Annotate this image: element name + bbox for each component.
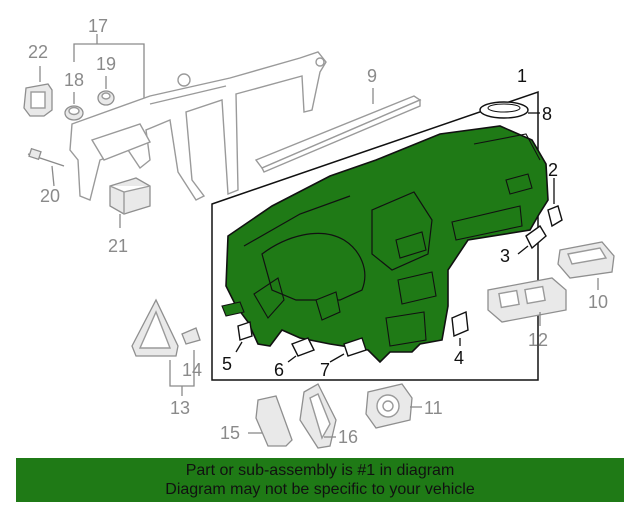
part-4-switch[interactable] (451, 310, 469, 346)
callout-5: 5 (222, 354, 232, 374)
callout-20: 20 (40, 186, 60, 206)
callout-8: 8 (542, 104, 552, 124)
part-3-switch[interactable] (517, 224, 547, 255)
part-20-bolt[interactable] (27, 147, 65, 187)
footer-line-2: Diagram may not be specific to your vehi… (165, 481, 475, 498)
callout-7: 7 (320, 360, 330, 380)
part-18-grommet[interactable] (64, 92, 84, 121)
part-21-module[interactable] (109, 177, 151, 228)
callout-2: 2 (548, 160, 558, 180)
callout-18: 18 (64, 70, 84, 90)
part-7-switch[interactable] (329, 337, 367, 363)
callout-1: 1 (517, 66, 527, 86)
callout-19: 19 (96, 54, 116, 74)
part-15-end-cap[interactable] (248, 395, 293, 447)
callout-10: 10 (588, 292, 608, 312)
callout-15: 15 (220, 423, 240, 443)
callout-21: 21 (108, 236, 128, 256)
callout-16: 16 (338, 427, 358, 447)
part-22-bracket[interactable] (23, 66, 53, 117)
part-11-round-vent[interactable] (365, 383, 422, 429)
footer-banner: Part or sub-assembly is #1 in diagram Di… (16, 458, 624, 502)
part-16-trim-panel[interactable] (299, 383, 337, 449)
part-5-switch[interactable] (235, 321, 253, 353)
part-6-switch[interactable] (287, 337, 315, 363)
callout-9: 9 (367, 66, 377, 86)
part-12-center-vent[interactable] (487, 277, 567, 326)
callout-3: 3 (500, 246, 510, 266)
part-14-clip[interactable] (169, 327, 201, 396)
callout-4: 4 (454, 348, 464, 368)
assembly-outline-box (211, 90, 539, 381)
parts-diagram: 1 2 3 4 5 6 7 8 9 10 11 12 13 14 15 16 1… (23, 16, 615, 449)
callout-11: 11 (424, 398, 443, 418)
callout-13: 13 (170, 398, 190, 418)
callout-6: 6 (274, 360, 284, 380)
part-13-end-trim[interactable] (131, 298, 179, 357)
callout-17: 17 (88, 16, 108, 36)
part-1-instrument-panel[interactable] (221, 125, 549, 364)
part-10-side-vent[interactable] (557, 241, 615, 290)
part-17-cross-beam[interactable] (69, 51, 327, 201)
callout-12: 12 (528, 330, 548, 350)
callout-22: 22 (28, 42, 48, 62)
part-19-grommet[interactable] (97, 76, 115, 106)
part-8-speaker-grille[interactable] (479, 101, 540, 119)
part-9-defroster-grille[interactable] (254, 88, 422, 173)
footer-line-1: Part or sub-assembly is #1 in diagram (185, 462, 455, 479)
part-2-sensor[interactable] (547, 178, 563, 228)
callout-14: 14 (182, 360, 202, 380)
part-17-leader (73, 34, 145, 100)
